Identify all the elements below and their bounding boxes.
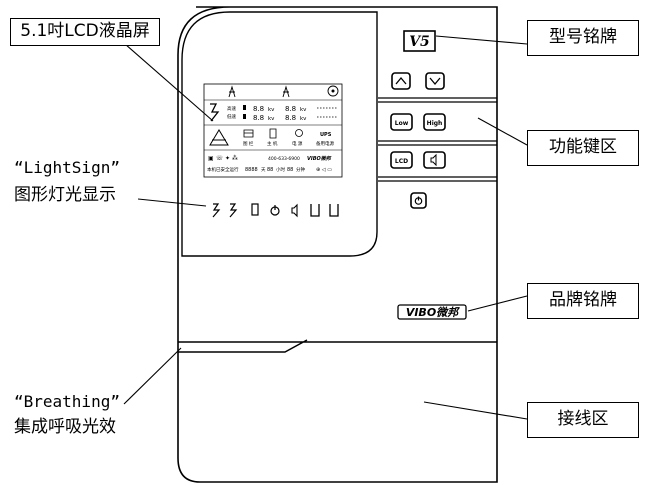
brand-plate-callout: 品牌铭牌 — [527, 283, 639, 319]
svg-text:88: 88 — [287, 167, 293, 173]
svg-text:8888: 8888 — [245, 167, 258, 173]
svg-text:主 机: 主 机 — [267, 140, 278, 147]
model-logo-plate — [403, 30, 436, 52]
host-icon — [269, 128, 277, 139]
chevron-up-icon — [395, 76, 407, 85]
svg-text:8.8: 8.8 — [285, 114, 296, 122]
lcd-button[interactable]: LCD — [390, 151, 413, 169]
down-button[interactable] — [425, 72, 445, 90]
lcd-screen-callout: 5.1吋LCD液晶屏 — [10, 18, 160, 46]
svg-text:kv: kv — [300, 107, 307, 113]
breathing-callout: 集成呼吸光效 — [14, 415, 138, 441]
wind-alt-indicator-icon — [229, 203, 238, 218]
svg-text:400-633-6900: 400-633-6900 — [268, 156, 300, 162]
svg-text:kv: kv — [268, 107, 275, 113]
lightsign-label-en: “LightSign” — [14, 158, 120, 177]
svg-text:8.8: 8.8 — [285, 105, 296, 113]
svg-text:8.8: 8.8 — [253, 114, 264, 122]
up-button[interactable] — [391, 72, 411, 90]
svg-text:VIBO微邦: VIBO微邦 — [307, 155, 332, 162]
breathing-label-en: “Breathing” — [14, 392, 120, 411]
brand-logo: VIBO微邦 — [406, 306, 460, 319]
svg-text:分钟: 分钟 — [296, 166, 305, 173]
svg-text:图 栏: 图 栏 — [243, 140, 254, 147]
svg-text:UPS: UPS — [320, 132, 332, 138]
svg-text:低速: 低速 — [227, 113, 236, 120]
device-body — [177, 6, 498, 483]
svg-text:天: 天 — [261, 167, 266, 173]
speaker-icon — [430, 153, 437, 167]
svg-text:kv: kv — [268, 116, 275, 122]
power-supply-icon — [295, 129, 303, 137]
battery-indicator-icon — [329, 204, 339, 217]
low-button[interactable]: Low — [390, 113, 413, 131]
wind-power-icon — [210, 103, 220, 122]
wiring-area-callout: 接线区 — [527, 402, 639, 438]
function-keys-callout: 功能键区 — [527, 130, 639, 166]
chevron-down-icon — [429, 77, 441, 86]
svg-text:高速: 高速 — [227, 105, 236, 112]
svg-text:⊕ ◁ ▭: ⊕ ◁ ▭ — [316, 167, 332, 173]
svg-text:本机已安全运行: 本机已安全运行 — [207, 166, 239, 173]
power-button[interactable] — [410, 192, 427, 209]
brand-logo-plate: VIBO微邦 — [397, 304, 467, 320]
fan-blade-icon — [282, 85, 290, 98]
svg-text:备用电源: 备用电源 — [316, 140, 334, 147]
wiring-area-divider — [178, 339, 497, 353]
high-button[interactable]: High — [423, 113, 446, 131]
mute-button[interactable] — [423, 151, 446, 169]
low-button-label: Low — [395, 120, 409, 127]
host-indicator-icon — [251, 203, 259, 216]
svg-text:88: 88 — [267, 167, 273, 173]
svg-text:8.8: 8.8 — [253, 105, 264, 113]
lcd-display: 高速 低速 8.8 kv 8.8 kv 8.8 kv 8.8 kv 图 栏 主 … — [203, 83, 343, 178]
svg-text:电 源: 电 源 — [292, 140, 303, 147]
model-plate-callout: 型号铭牌 — [527, 20, 639, 56]
warning-icon — [209, 129, 229, 146]
lightsign-indicators — [212, 203, 339, 218]
lightsign-callout: 图形灯光显示 — [14, 183, 138, 209]
lcd-button-label: LCD — [395, 158, 408, 165]
leader-lines — [123, 35, 528, 420]
battery-indicator-icon — [310, 204, 320, 217]
svg-text:小时: 小时 — [276, 166, 285, 173]
lcd-status-icons: ▣ ☏ ✦ ⁂ — [208, 155, 238, 162]
fence-icon — [243, 129, 254, 138]
model-logo: V5 — [409, 34, 430, 50]
svg-text:kv: kv — [300, 116, 307, 122]
target-icon — [327, 85, 339, 97]
high-button-label: High — [427, 120, 443, 127]
speaker-indicator-icon — [291, 203, 298, 218]
lcd-window — [181, 11, 378, 257]
wind-indicator-icon — [212, 203, 221, 218]
fan-blade-icon — [228, 85, 236, 98]
